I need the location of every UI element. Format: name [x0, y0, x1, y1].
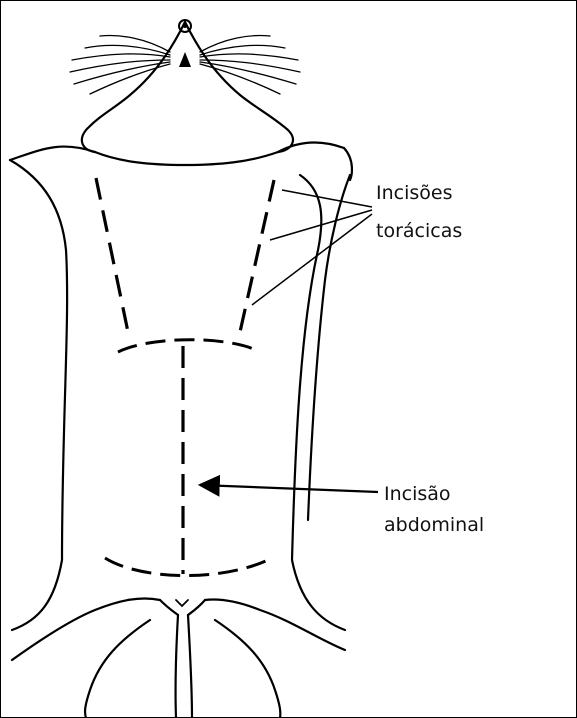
rat-head: [10, 22, 344, 165]
thoracic-incisions: [96, 178, 274, 332]
thoracic-leader-lines: [252, 190, 372, 305]
rat-nose: [179, 20, 191, 67]
abdominal-arrow: [200, 485, 378, 492]
abdominal-label-line1: Incisão: [384, 482, 451, 506]
rat-body: [10, 148, 352, 718]
thoracic-label-line1: Incisões: [376, 181, 452, 205]
thoracic-label-line2: torácicas: [376, 219, 462, 243]
transverse-incisions: [105, 340, 268, 576]
abdominal-label-line2: abdominal: [384, 513, 484, 537]
